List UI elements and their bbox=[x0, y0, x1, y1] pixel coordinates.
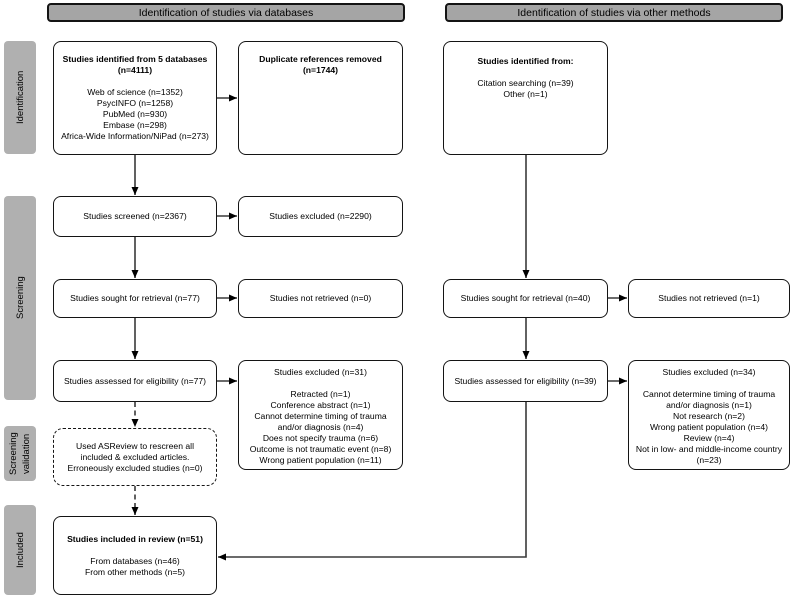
box-db-identified-count: (n=4111) bbox=[117, 65, 153, 75]
box-excluded-screening-label: Studies excluded (n=2290) bbox=[269, 211, 372, 221]
exclusion-reason: Not in low- and middle-income country (n… bbox=[635, 444, 783, 465]
exclusion-reason: Outcome is not traumatic event (n=8) bbox=[249, 444, 392, 454]
box-sought-retrieval-other-label: Studies sought for retrieval (n=40) bbox=[460, 293, 591, 303]
box-sought-retrieval-db: Studies sought for retrieval (n=77) bbox=[53, 279, 217, 318]
box-asreview-validation: Used ASReview to rescreen all included &… bbox=[53, 428, 217, 486]
sidebar-screening-validation: Screening validation bbox=[4, 426, 36, 481]
header-other-methods-label: Identification of studies via other meth… bbox=[517, 6, 711, 19]
box-not-retrieved-db: Studies not retrieved (n=0) bbox=[238, 279, 403, 318]
db-source-item: Embase (n=298) bbox=[103, 120, 167, 130]
exclusion-reason: Retracted (n=1) bbox=[290, 389, 351, 399]
asreview-line: Erroneously excluded studies (n=0) bbox=[67, 462, 203, 473]
included-source-item: From other methods (n=5) bbox=[84, 566, 186, 577]
box-assessed-eligibility-other-label: Studies assessed for eligibility (n=39) bbox=[454, 375, 597, 386]
exclusion-reason: Cannot determine timing of trauma and/or… bbox=[254, 411, 387, 432]
db-source-item: PsycINFO (n=1258) bbox=[96, 98, 174, 108]
asreview-line: Used ASReview to rescreen all bbox=[76, 440, 194, 451]
box-sought-retrieval-other: Studies sought for retrieval (n=40) bbox=[443, 279, 608, 318]
db-source-item: Web of science (n=1352) bbox=[87, 87, 183, 97]
box-excluded-eligibility-db: Studies excluded (n=31) Retracted (n=1) … bbox=[238, 360, 403, 470]
box-db-identified-title: Studies identified from 5 databases bbox=[62, 54, 208, 64]
db-source-item: PubMed (n=930) bbox=[102, 109, 168, 119]
sidebar-identification: Identification bbox=[4, 41, 36, 154]
box-included-review-title: Studies included in review (n=51) bbox=[67, 533, 203, 544]
exclusion-reason: Not research (n=2) bbox=[673, 411, 745, 421]
exclusion-reason: Wrong patient population (n=11) bbox=[259, 455, 382, 465]
sidebar-screening-validation-label: Screening validation bbox=[8, 432, 32, 475]
box-excluded-screening: Studies excluded (n=2290) bbox=[238, 196, 403, 237]
exclusion-reason: Wrong patient population (n=4) bbox=[649, 422, 769, 432]
box-other-identified: Studies identified from: Citation search… bbox=[443, 41, 608, 155]
box-included-review: Studies included in review (n=51) From d… bbox=[53, 516, 217, 595]
header-databases-label: Identification of studies via databases bbox=[138, 6, 314, 19]
other-source-item: Other (n=1) bbox=[503, 89, 548, 99]
exclusion-reason: Conference abstract (n=1) bbox=[270, 400, 371, 410]
header-databases: Identification of studies via databases bbox=[47, 3, 405, 22]
box-duplicates-removed-title: Duplicate references removed bbox=[259, 54, 382, 64]
box-duplicates-removed: Duplicate references removed (n=1744) bbox=[238, 41, 403, 155]
exclusion-reason: Cannot determine timing of trauma and/or… bbox=[642, 389, 776, 410]
box-excluded-eligibility-other: Studies excluded (n=34) Cannot determine… bbox=[628, 360, 790, 470]
box-assessed-eligibility-db: Studies assessed for eligibility (n=77) bbox=[53, 360, 217, 402]
included-source-item: From databases (n=46) bbox=[90, 555, 180, 566]
sidebar-screening-label: Screening bbox=[14, 276, 26, 320]
box-studies-screened: Studies screened (n=2367) bbox=[53, 196, 217, 237]
box-excluded-eligibility-other-title: Studies excluded (n=34) bbox=[662, 367, 756, 377]
sidebar-screening: Screening bbox=[4, 196, 36, 400]
exclusion-reason: Review (n=4) bbox=[683, 433, 735, 443]
box-other-identified-title: Studies identified from: bbox=[477, 56, 574, 66]
other-source-item: Citation searching (n=39) bbox=[477, 78, 574, 88]
box-excluded-eligibility-db-title: Studies excluded (n=31) bbox=[274, 367, 367, 377]
box-not-retrieved-other: Studies not retrieved (n=1) bbox=[628, 279, 790, 318]
sidebar-identification-label: Identification bbox=[14, 70, 26, 125]
box-not-retrieved-db-label: Studies not retrieved (n=0) bbox=[269, 293, 372, 303]
box-assessed-eligibility-db-label: Studies assessed for eligibility (n=77) bbox=[63, 375, 207, 386]
exclusion-reason: Does not specify trauma (n=6) bbox=[262, 433, 379, 443]
header-other-methods: Identification of studies via other meth… bbox=[445, 3, 783, 22]
box-studies-screened-label: Studies screened (n=2367) bbox=[83, 211, 187, 221]
db-source-item: Africa-Wide Information/NiPad (n=273) bbox=[61, 131, 209, 141]
box-duplicates-removed-count: (n=1744) bbox=[302, 65, 339, 75]
sidebar-included-label: Included bbox=[14, 532, 26, 568]
box-db-identified: Studies identified from 5 databases (n=4… bbox=[53, 41, 217, 155]
box-assessed-eligibility-other: Studies assessed for eligibility (n=39) bbox=[443, 360, 608, 402]
box-not-retrieved-other-label: Studies not retrieved (n=1) bbox=[658, 293, 760, 303]
box-sought-retrieval-db-label: Studies sought for retrieval (n=77) bbox=[70, 293, 200, 303]
sidebar-included: Included bbox=[4, 505, 36, 595]
asreview-line: included & excluded articles. bbox=[80, 451, 190, 462]
